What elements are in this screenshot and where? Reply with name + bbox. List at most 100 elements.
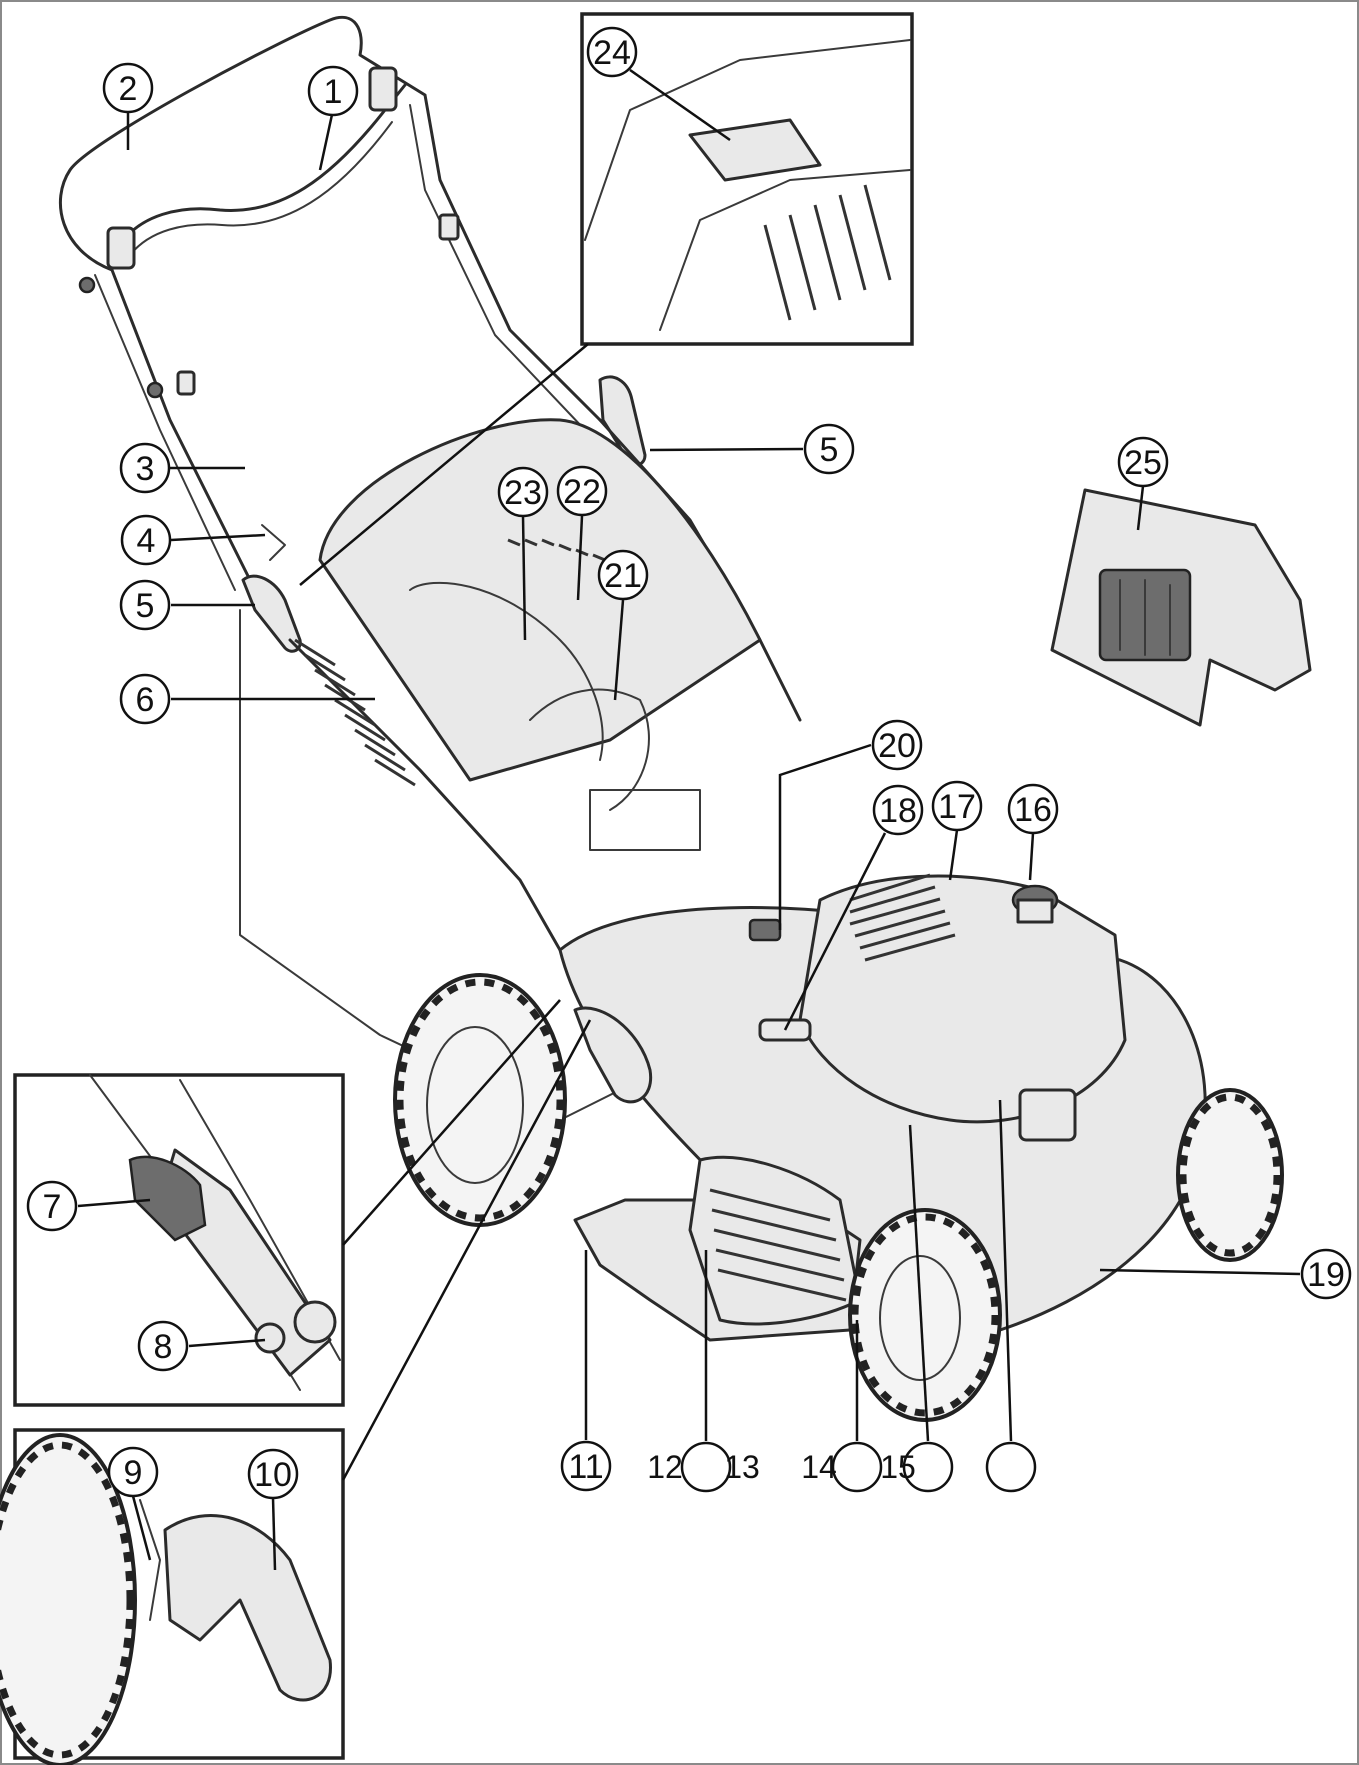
- callout-circle: [560, 1440, 612, 1492]
- leader-4: [170, 533, 266, 542]
- callout-8: 8: [137, 1320, 189, 1372]
- callout-circle: [597, 549, 649, 601]
- leader-7: [77, 1198, 151, 1208]
- callout-number: 3: [136, 450, 155, 488]
- callout-circle: [803, 423, 855, 475]
- engine-cover-grill: [849, 873, 956, 962]
- callout-circle: [119, 579, 171, 631]
- callout-circle: [307, 65, 359, 117]
- handle-knob-left: [78, 276, 96, 294]
- callout-number: 11: [568, 1448, 603, 1486]
- lower-handle-bracket: [261, 524, 286, 561]
- callout-2: 2: [102, 62, 154, 114]
- leader-9: [131, 1495, 152, 1561]
- fuel-cap-neck: [1016, 898, 1054, 924]
- callout-number: 18: [879, 792, 917, 830]
- leader-15b: [998, 1099, 1013, 1442]
- callout-circle: [931, 780, 983, 832]
- empty-callout-circle: [831, 1441, 883, 1493]
- handle-inner-rail: [94, 104, 586, 591]
- callout-circle: [102, 62, 154, 114]
- callout-number: 23: [504, 474, 542, 512]
- callout-9: 9: [107, 1446, 159, 1498]
- callout-5: 5: [119, 579, 171, 631]
- callout-number: 10: [254, 1456, 292, 1494]
- callout-16: 16: [1007, 783, 1059, 835]
- callout-number: 2: [119, 70, 138, 108]
- callout-circle: [137, 1320, 189, 1372]
- inset-hinge-connector: [342, 999, 561, 1246]
- leader-8: [188, 1338, 266, 1348]
- leader-1: [318, 109, 335, 171]
- callout-19: 19: [1300, 1248, 1352, 1300]
- callout-circle: [119, 673, 171, 725]
- handle-knob-mid: [146, 381, 164, 399]
- leader-16: [1028, 832, 1035, 881]
- catcher-lid: [318, 418, 762, 782]
- callout-number: 6: [136, 681, 155, 719]
- control-bar-hinge-left: [106, 226, 136, 270]
- callout-circle: [119, 442, 171, 494]
- callout-20: 20: [871, 719, 923, 771]
- callout-number: 22: [563, 473, 601, 511]
- leader-21: [613, 599, 625, 701]
- catcher-handle: [409, 581, 604, 761]
- callout-3: 3: [119, 442, 171, 494]
- inset-start-panel: [580, 12, 914, 346]
- label-13: 13: [724, 1449, 760, 1485]
- callout-circle: [872, 784, 924, 836]
- callout-7: 7: [26, 1180, 78, 1232]
- callout-number: 20: [878, 727, 916, 765]
- callout-5: 5: [803, 423, 855, 475]
- leader-lines: [77, 68, 1301, 1571]
- empty-callout-circle: [985, 1441, 1037, 1493]
- empty-callout-circle: [680, 1441, 732, 1493]
- leader-24: [629, 68, 731, 142]
- callout-circle: [1117, 436, 1169, 488]
- leader-18: [783, 832, 887, 1031]
- leader-20: [778, 743, 872, 930]
- callout-number: 25: [1124, 444, 1162, 482]
- callout-circle: [1007, 783, 1059, 835]
- callout-25: 25: [1117, 436, 1169, 488]
- leader-15: [908, 1124, 930, 1442]
- control-bar-hinge-right: [368, 66, 398, 112]
- front-left-wheel: [848, 1208, 1002, 1422]
- callout-number: 24: [593, 34, 631, 72]
- callout-10: 10: [247, 1448, 299, 1500]
- leader-17: [948, 829, 959, 881]
- empty-callout-circle: [902, 1441, 954, 1493]
- callout-circle: [26, 1180, 78, 1232]
- control-bar-inner: [129, 121, 393, 256]
- callout-number: 4: [137, 522, 156, 560]
- callout-number: 9: [124, 1454, 143, 1492]
- control-bar: [118, 83, 407, 247]
- cable-clip-upper: [438, 213, 460, 241]
- height-adjust-lever: [573, 1006, 653, 1104]
- catcher-hump: [529, 688, 650, 811]
- leader-23: [521, 515, 527, 641]
- callout-22: 22: [556, 465, 608, 517]
- callout-23: 23: [497, 466, 549, 518]
- callout-number: 19: [1307, 1256, 1345, 1294]
- cable-clip-left: [176, 370, 196, 396]
- leader-22: [576, 515, 584, 601]
- callout-number: 16: [1014, 791, 1052, 829]
- callout-18: 18: [872, 784, 924, 836]
- catcher-label-plate: [589, 789, 701, 851]
- label-15: 15: [880, 1449, 916, 1485]
- front-right-wheel: [1176, 1088, 1284, 1262]
- rear-left-wheel: [393, 973, 567, 1227]
- inset-start-panel-connector: [299, 343, 589, 586]
- callout-1: 1: [307, 65, 359, 117]
- callout-11: 11: [560, 1440, 612, 1492]
- callout-circle: [107, 1446, 159, 1498]
- inset-height-adjust-connector: [341, 1019, 592, 1481]
- callout-number: 5: [136, 587, 155, 625]
- callout-circle: [556, 465, 608, 517]
- catcher-slats: [294, 638, 416, 787]
- callout-number: 21: [604, 557, 642, 595]
